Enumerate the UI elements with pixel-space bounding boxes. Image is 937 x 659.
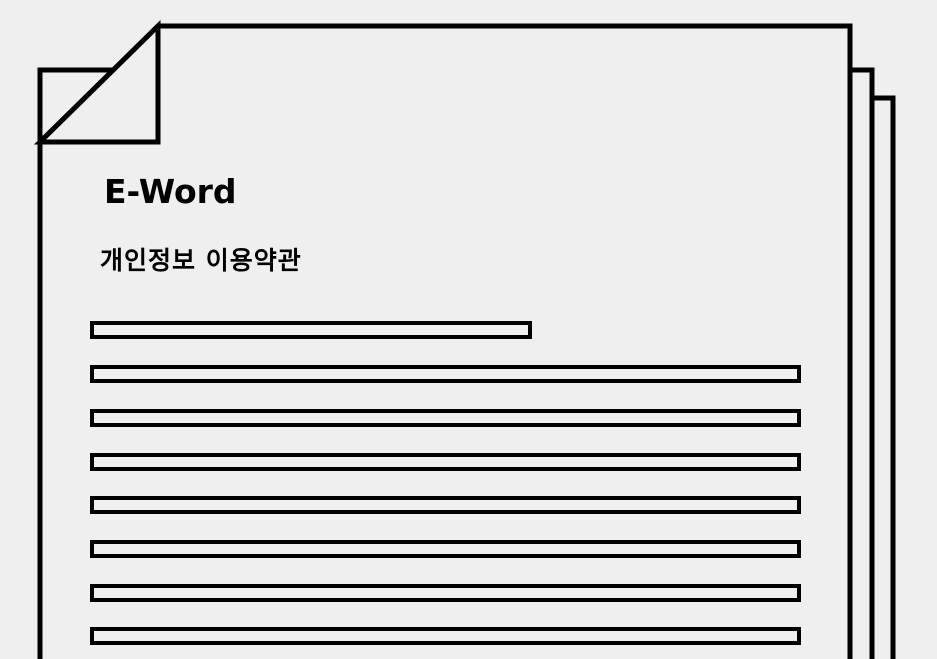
text-line [90,409,801,427]
text-line [90,365,801,383]
text-line [90,540,801,558]
front-sheet [37,23,853,659]
text-line [90,453,801,471]
document-title: E-Word [104,172,237,211]
text-line [90,496,801,514]
document-subtitle: 개인정보 이용약관 [100,246,302,275]
text-line [90,584,801,602]
text-line [90,321,532,339]
folded-corner-icon [33,20,161,145]
text-line [90,627,801,645]
text-lines [90,321,801,645]
